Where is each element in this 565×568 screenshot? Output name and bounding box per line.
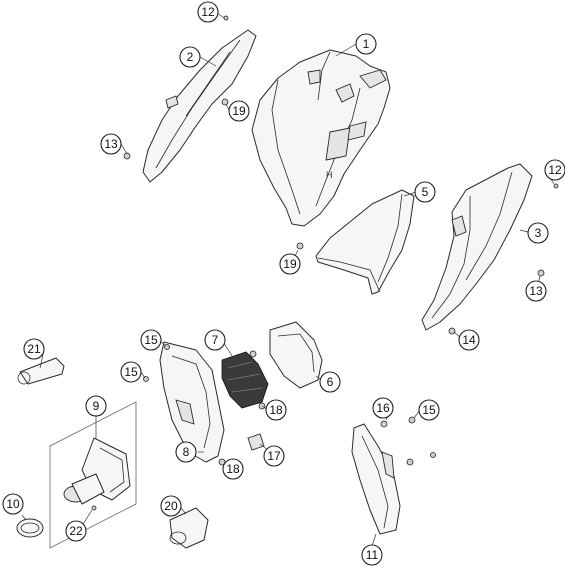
grommet-16b <box>406 458 414 466</box>
callout-19b-label: 19 <box>283 257 297 271</box>
hardware-parts <box>91 15 559 511</box>
callout-21: 21 <box>23 338 45 360</box>
callout-8: 8 <box>175 441 197 463</box>
callout-12a: 12 <box>197 1 219 23</box>
part-5-panel-cover <box>315 189 415 295</box>
part-21-snorkel <box>17 357 65 385</box>
callout-3: 3 <box>527 222 549 244</box>
callout-16-label: 16 <box>376 401 390 415</box>
nut-13 <box>537 269 545 277</box>
callout-18b: 18 <box>222 458 244 480</box>
callout-22-label: 22 <box>69 524 83 538</box>
part-10-clamp <box>16 518 44 538</box>
bolt-19a <box>221 98 229 106</box>
callout-11: 11 <box>361 544 383 566</box>
callout-18a: 18 <box>265 399 287 421</box>
part-6-filter-cover <box>269 321 323 389</box>
callout-5: 5 <box>414 181 436 203</box>
callout-6-label: 6 <box>327 375 334 389</box>
screw-14a <box>123 152 131 160</box>
callout-18a-label: 18 <box>269 403 283 417</box>
callout-14a-label: 13 <box>104 137 118 151</box>
callout-5-label: 5 <box>422 185 429 199</box>
screw-14b <box>448 327 456 335</box>
callout-21-label: 21 <box>27 342 41 356</box>
callout-19a-label: 19 <box>232 104 246 118</box>
grommet-18b <box>218 458 226 466</box>
callout-14a: 13 <box>100 133 122 155</box>
callout-15a: 15 <box>140 329 162 351</box>
callout-3-label: 3 <box>535 226 542 240</box>
part-8-air-box <box>159 341 225 463</box>
screw-15d <box>430 452 436 458</box>
callout-20-label: 20 <box>164 499 178 513</box>
callout-9: 9 <box>85 395 107 417</box>
callout-17-label: 17 <box>267 449 281 463</box>
callout-10: 10 <box>2 493 24 515</box>
grommet-16 <box>380 420 388 428</box>
screw-15c <box>408 416 416 424</box>
callout-12a-label: 12 <box>201 5 215 19</box>
callout-2: 2 <box>179 46 201 68</box>
callout-22: 22 <box>65 520 87 542</box>
part-20-intake-tube <box>169 507 209 549</box>
callout-7: 7 <box>204 329 226 351</box>
callout-15c: 15 <box>418 399 440 421</box>
screw-12b <box>553 183 559 189</box>
screw-12a <box>223 15 229 21</box>
callout-12b-label: 12 <box>548 163 562 177</box>
callout-20: 20 <box>160 495 182 517</box>
callout-19b: 19 <box>279 253 301 275</box>
callout-2-label: 2 <box>187 50 194 64</box>
callout-9-label: 9 <box>93 399 100 413</box>
callout-8-label: 8 <box>183 445 190 459</box>
callout-18b-label: 18 <box>226 462 240 476</box>
part-7-air-filter <box>221 351 269 409</box>
part-1-tank-shroud: H <box>251 49 391 227</box>
callout-10-label: 10 <box>6 497 20 511</box>
screw-22 <box>91 505 97 511</box>
callout-12b: 12 <box>544 159 565 181</box>
callout-13: 13 <box>525 280 547 302</box>
callout-6: 6 <box>319 371 341 393</box>
part-2-side-panel-left <box>142 29 257 183</box>
part-11-rear-panel <box>351 423 401 535</box>
callout-15c-label: 15 <box>422 403 436 417</box>
callout-14b-label: 14 <box>462 333 476 347</box>
callout-17: 17 <box>263 445 285 467</box>
clip-17 <box>247 433 265 451</box>
callout-13-label: 13 <box>529 284 543 298</box>
callout-15b: 15 <box>120 361 142 383</box>
callout-7-label: 7 <box>212 333 219 347</box>
callout-19a: 19 <box>228 100 250 122</box>
part-3-side-panel-right <box>421 163 533 331</box>
callout-11-label: 11 <box>366 548 379 562</box>
callout-1-label: 1 <box>363 37 370 51</box>
part-9-intake-group <box>49 401 137 549</box>
callout-1: 1 <box>355 33 377 55</box>
callout-15a-label: 15 <box>144 333 158 347</box>
part-1-logo-mark: H <box>326 170 333 180</box>
callout-15b-label: 15 <box>124 365 138 379</box>
callout-14b: 14 <box>458 329 480 351</box>
bolt-19b <box>296 242 304 250</box>
callout-16: 16 <box>372 397 394 419</box>
grommet-18-top <box>249 350 257 358</box>
